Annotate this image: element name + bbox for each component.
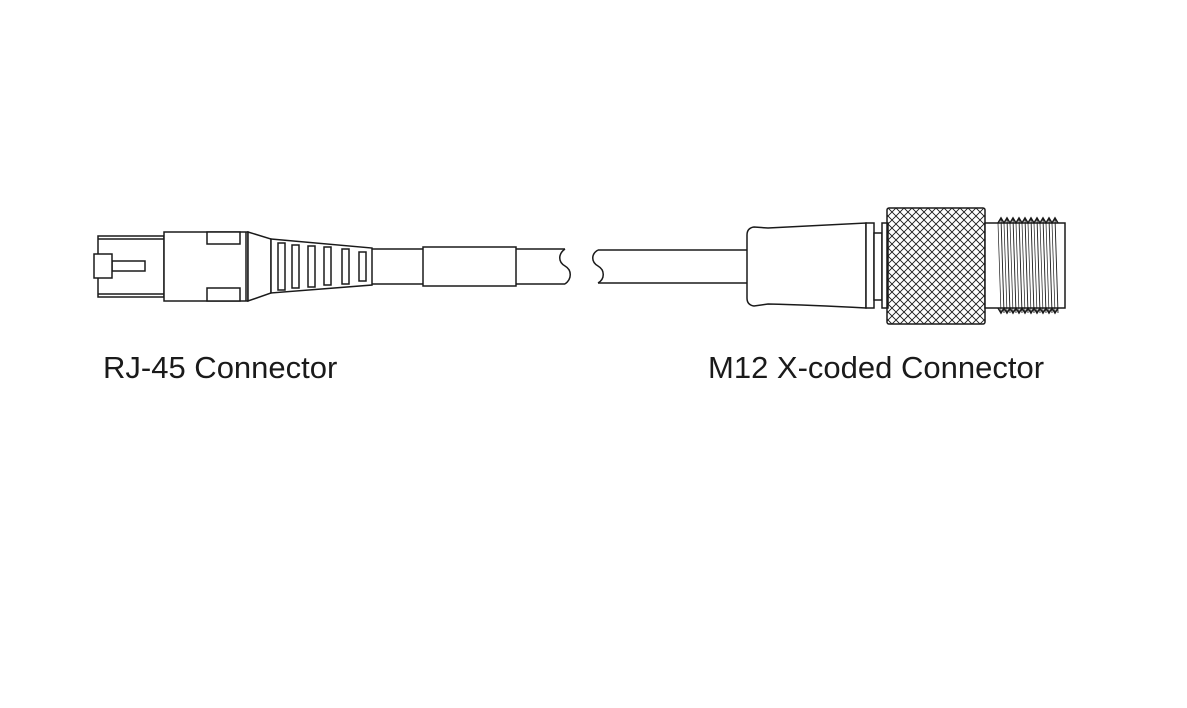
latch-tab bbox=[93, 253, 113, 279]
cable-break-left bbox=[559, 248, 571, 285]
rj45-connector-label: RJ-45 Connector bbox=[103, 350, 338, 385]
cable-break-right bbox=[592, 249, 604, 284]
rj45-connector bbox=[93, 230, 373, 303]
ring bbox=[865, 222, 875, 309]
threaded-body bbox=[984, 222, 1066, 309]
neck bbox=[873, 232, 883, 301]
m12-connector-label: M12 X-coded Connector bbox=[708, 350, 1045, 385]
latch-stem bbox=[111, 260, 146, 272]
boot-slots bbox=[277, 242, 367, 291]
cable-sleeve bbox=[422, 246, 517, 287]
notch-bottom bbox=[206, 287, 241, 302]
notch-top bbox=[206, 231, 241, 245]
strain-relief-boot bbox=[270, 238, 373, 294]
thread-teeth bbox=[997, 216, 1059, 315]
knurled-nut bbox=[886, 207, 986, 325]
boot-taper bbox=[247, 230, 272, 303]
m12-connector bbox=[746, 207, 1066, 325]
overmold bbox=[746, 222, 867, 309]
cable bbox=[372, 246, 747, 287]
